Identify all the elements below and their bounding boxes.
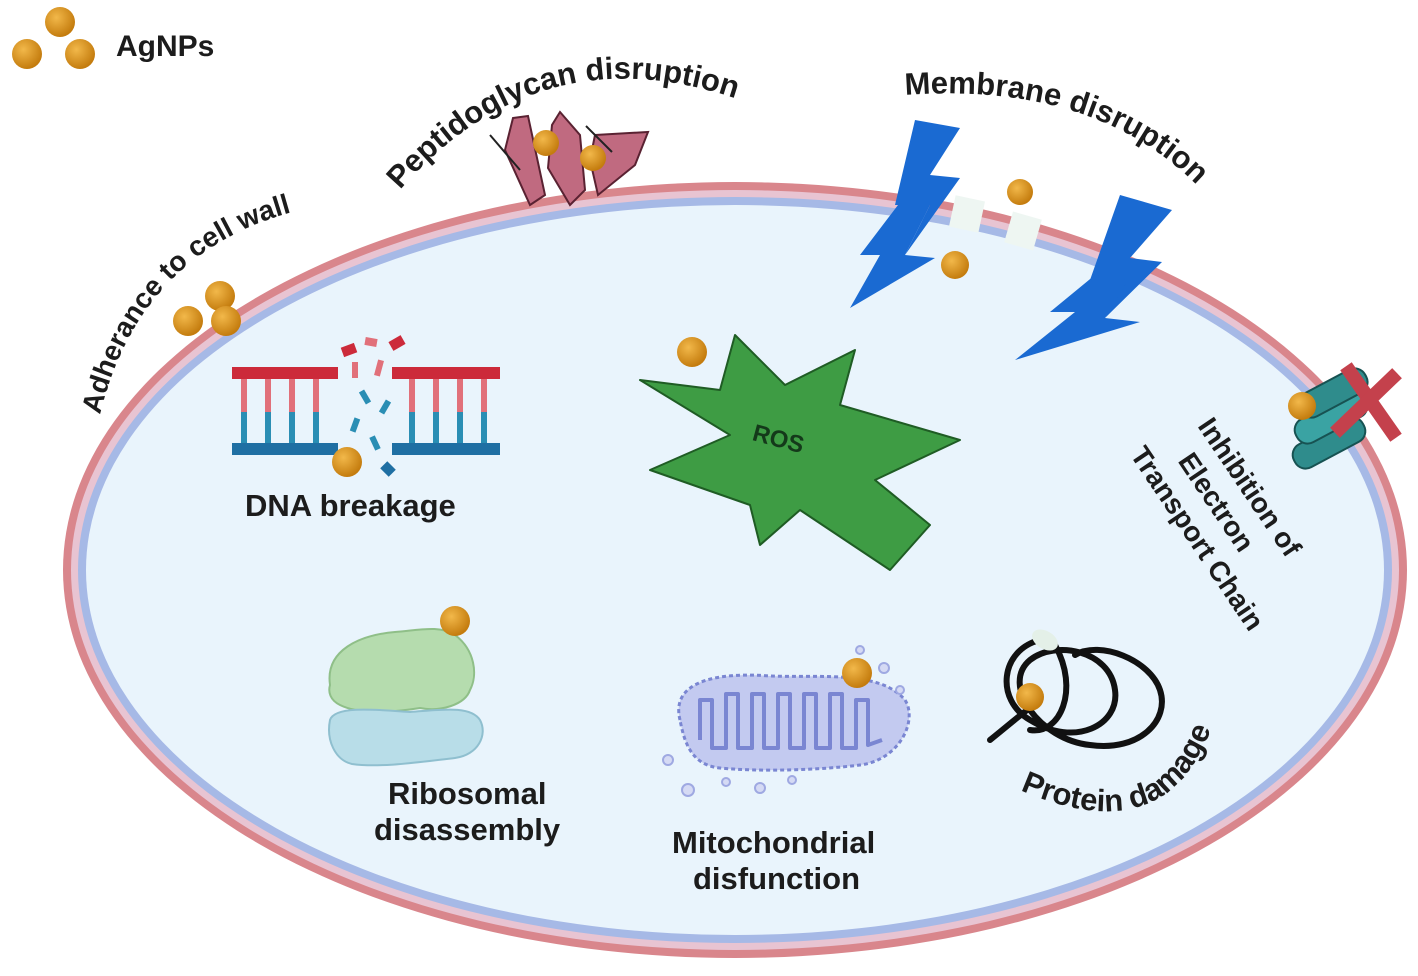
- legend-particle: [65, 39, 95, 69]
- protein-fragment: [1032, 629, 1058, 651]
- protein-strand: [1003, 637, 1165, 749]
- mitochondria-group: Mitochondrial disfunction: [662, 645, 911, 896]
- lightning-bolt-icon: [1015, 275, 1140, 360]
- cut-line: [489, 134, 521, 171]
- ros-star: [639, 334, 961, 571]
- silver-nanoparticle: [1007, 179, 1033, 205]
- peptidoglycan-block: [503, 114, 547, 207]
- silver-nanoparticle: [1016, 683, 1044, 711]
- dna-rungs-left: [241, 379, 319, 443]
- ros-group: ROS: [639, 334, 961, 571]
- membrane-gap-patch: [949, 195, 985, 233]
- dna-strand-top: [232, 367, 338, 379]
- legend: AgNPs: [12, 7, 214, 69]
- mito-label-line1: Mitochondrial: [672, 825, 875, 860]
- silver-nanoparticle: [842, 658, 872, 688]
- ribosome-small-subunit: [328, 708, 484, 767]
- silver-nanoparticle: [205, 281, 235, 311]
- silver-nanoparticle: [1288, 392, 1316, 420]
- ribosome-label-line2: disassembly: [374, 812, 561, 847]
- legend-particle: [12, 39, 42, 69]
- silver-nanoparticle: [332, 447, 362, 477]
- dna-label: DNA breakage: [245, 488, 456, 523]
- membrane-gap-patch: [1004, 211, 1042, 251]
- lightning-bolt-icon: [895, 120, 960, 255]
- ribosome-label-line1: Ribosomal: [388, 776, 546, 811]
- mito-label-line2: disfunction: [693, 861, 860, 896]
- lightning-bolt-icon: [850, 205, 935, 308]
- silver-nanoparticle: [211, 306, 241, 336]
- silver-nanoparticle: [677, 337, 707, 367]
- dna-strand-bottom: [232, 443, 338, 455]
- protein-strand: [1027, 642, 1070, 734]
- silver-nanoparticle: [173, 306, 203, 336]
- silver-nanoparticle: [580, 145, 606, 171]
- mitochondrion-cristae: [698, 692, 883, 750]
- ribosome-large-subunit: [328, 628, 476, 713]
- ribosome-group: Ribosomal disassembly: [328, 606, 561, 847]
- silver-nanoparticle: [440, 606, 470, 636]
- silver-nanoparticle: [941, 251, 969, 279]
- inhibition-cross-icon: [1330, 362, 1402, 442]
- peptidoglycan-group: Peptidoglycan disruption: [379, 51, 744, 207]
- legend-label: AgNPs: [116, 30, 214, 63]
- dna-strand-bottom: [392, 443, 500, 455]
- silver-nanoparticle: [533, 130, 559, 156]
- cut-line: [585, 125, 613, 153]
- dna-strand-top: [392, 367, 500, 379]
- peptidoglycan-block: [546, 110, 587, 207]
- dna-rungs-right: [409, 379, 487, 443]
- lightning-bolt-icon: [1090, 195, 1172, 318]
- legend-particle: [45, 7, 75, 37]
- dna-group: DNA breakage: [232, 335, 500, 523]
- mitochondrion-debris: [662, 645, 905, 797]
